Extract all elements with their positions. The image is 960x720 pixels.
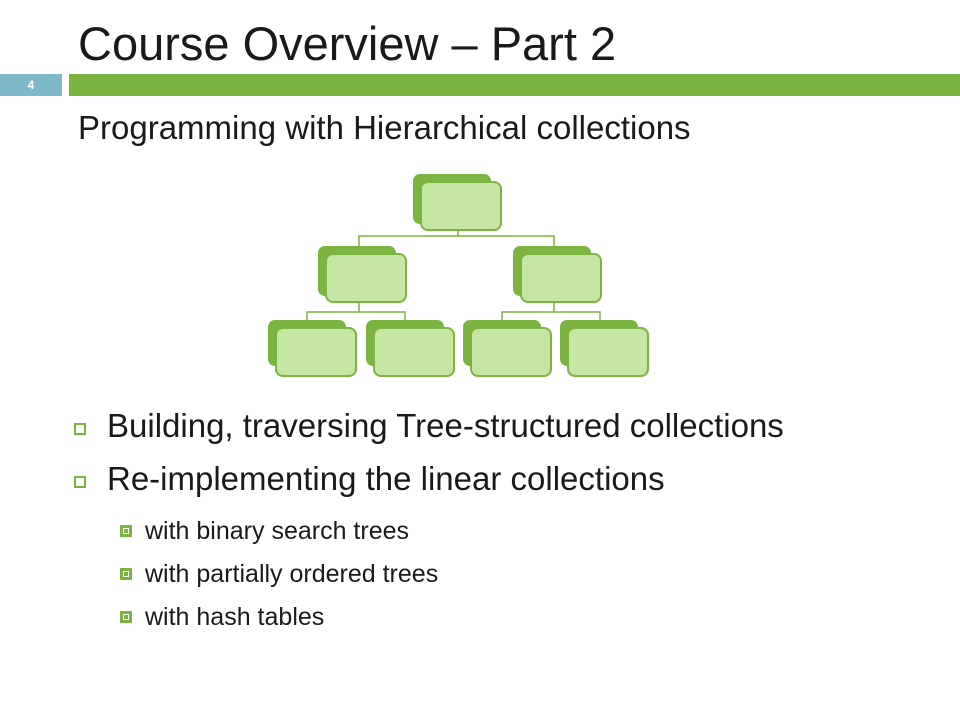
tree-node-leaf-1 — [268, 320, 357, 377]
sub-bullet-text: with binary search trees — [145, 517, 410, 545]
tree-node-leaf-4 — [560, 320, 649, 377]
sub-bullet-item: with hash tables — [120, 601, 944, 633]
bullet-text: Re-implementing the linear collections — [107, 460, 665, 497]
hollow-square-bullet-icon — [74, 423, 86, 435]
slide-number: 4 — [0, 74, 62, 96]
sub-bullet-text: with partially ordered trees — [145, 560, 439, 588]
hollow-square-bullet-icon — [74, 476, 86, 488]
tree-node-root — [413, 174, 502, 231]
connector-left-a — [306, 302, 360, 326]
bullet-list: Building, traversing Tree-structured col… — [74, 404, 944, 633]
tree-node-leaf-2 — [366, 320, 455, 377]
tree-node-left — [318, 246, 407, 303]
sub-bullet-item: with partially ordered trees — [120, 558, 944, 590]
tree-node-right — [513, 246, 602, 303]
sub-bullet-text: with hash tables — [145, 603, 325, 631]
connector-right-a — [501, 302, 555, 326]
bullet-item: Building, traversing Tree-structured col… — [74, 404, 944, 448]
filled-square-bullet-icon — [120, 611, 132, 623]
connector-root-left — [358, 228, 459, 252]
filled-square-bullet-icon — [120, 525, 132, 537]
filled-square-bullet-icon — [120, 568, 132, 580]
tree-node-leaf-3 — [463, 320, 552, 377]
header-accent-bar — [69, 74, 960, 96]
sub-bullet-item: with binary search trees — [120, 515, 944, 547]
slide-subtitle: Programming with Hierarchical collection… — [78, 109, 691, 146]
slide-title: Course Overview – Part 2 — [78, 17, 617, 70]
bullet-text: Building, traversing Tree-structured col… — [107, 407, 784, 444]
bullet-item: Re-implementing the linear collections — [74, 457, 944, 501]
